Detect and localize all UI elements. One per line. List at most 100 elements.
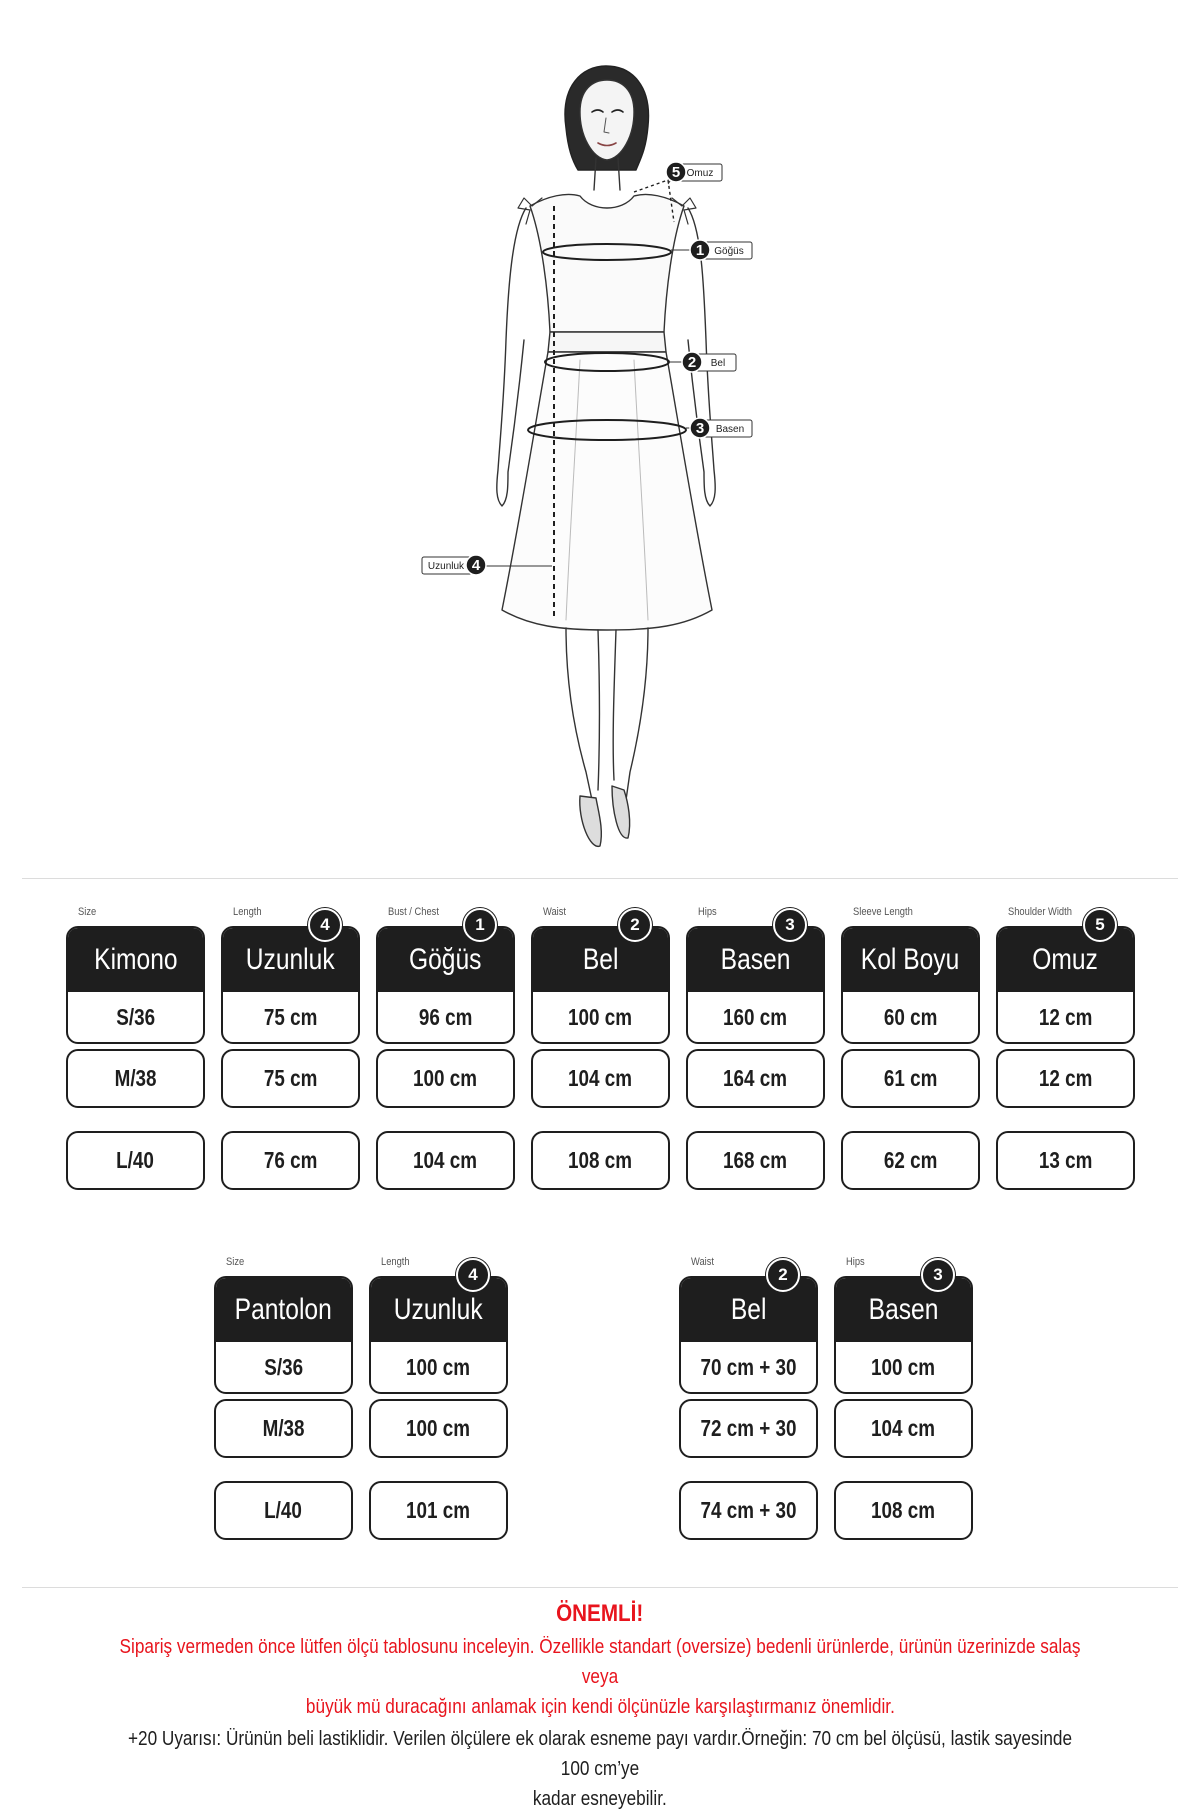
size-value: 100 cm xyxy=(369,1399,508,1458)
dress-skirt xyxy=(501,351,713,631)
size-value: 104 cm xyxy=(531,1049,670,1108)
callout-label: Bel xyxy=(711,358,725,369)
column-sublabel: Shoulder Width xyxy=(1008,906,1072,918)
column-header-card: Basen 160 cm xyxy=(686,926,825,1044)
column-header: Bel xyxy=(681,1278,816,1342)
size-value: 104 cm xyxy=(834,1399,973,1458)
column-sublabel: Length xyxy=(381,1256,410,1268)
size-value: 12 cm xyxy=(996,1049,1135,1108)
callout-basen: 3 Basen xyxy=(686,417,753,439)
callout-num: 5 xyxy=(672,164,680,181)
column-header-card: Uzunluk 100 cm xyxy=(369,1276,508,1394)
notice-extra-line: kadar esneyebilir. xyxy=(533,1788,667,1810)
section-divider-bottom xyxy=(22,1587,1178,1588)
notice-body: Sipariş vermeden önce lütfen ölçü tablos… xyxy=(40,1632,1160,1722)
notice-body-line: büyük mü duracağını anlamak için kendi ö… xyxy=(305,1696,895,1718)
notice-body-line: Sipariş vermeden önce lütfen ölçü tablos… xyxy=(119,1636,1081,1688)
column-header: Omuz xyxy=(998,928,1133,992)
column-sublabel: Hips xyxy=(846,1256,865,1268)
size-value: 72 cm + 30 xyxy=(679,1399,818,1458)
callout-label: Basen xyxy=(716,424,744,435)
size-value: 101 cm xyxy=(369,1481,508,1540)
size-value: M/38 xyxy=(214,1399,353,1458)
right-arm xyxy=(687,207,716,507)
notice-stretch-warning: +20 Uyarısı: Ürünün beli lastiklidir. Ve… xyxy=(40,1724,1160,1814)
callout-num: 2 xyxy=(688,354,696,371)
size-value: 108 cm xyxy=(531,1131,670,1190)
column-header: Kol Boyu xyxy=(843,928,978,992)
shoulder-measure-line xyxy=(633,179,675,223)
measurement-guides xyxy=(527,179,687,620)
left-arm xyxy=(496,207,527,507)
size-value: 100 cm xyxy=(376,1049,515,1108)
size-value: 164 cm xyxy=(686,1049,825,1108)
column-header-card: Göğüs 96 cm xyxy=(376,926,515,1044)
column-sublabel: Length xyxy=(233,906,262,918)
size-value: 76 cm xyxy=(221,1131,360,1190)
size-value: 75 cm xyxy=(263,1003,318,1030)
size-value: L/40 xyxy=(66,1131,205,1190)
column-header: Kimono xyxy=(68,928,203,992)
size-value: L/40 xyxy=(214,1481,353,1540)
callout-bel: 2 Bel xyxy=(669,351,737,373)
size-value: 60 cm xyxy=(883,1003,938,1030)
column-header: Bel xyxy=(533,928,668,992)
callout-gogus: 1 Göğüs xyxy=(671,239,753,261)
measurement-number-badge: 2 xyxy=(618,908,652,942)
measurement-number-badge: 3 xyxy=(921,1258,955,1292)
size-value: 100 cm xyxy=(406,1353,471,1380)
dress-bodice xyxy=(529,193,685,333)
notice-title: ÖNEMLİ! xyxy=(556,1600,644,1627)
size-value: 108 cm xyxy=(834,1481,973,1540)
size-value: 100 cm xyxy=(568,1003,633,1030)
callout-omuz: 5 Omuz xyxy=(665,161,723,185)
column-sublabel: Hips xyxy=(698,906,717,918)
column-header: Basen xyxy=(836,1278,971,1342)
size-value: 75 cm xyxy=(221,1049,360,1108)
column-header-card: Basen 100 cm xyxy=(834,1276,973,1394)
callout-num: 4 xyxy=(472,557,481,574)
size-value: 70 cm + 30 xyxy=(700,1353,797,1380)
hips-measure-line xyxy=(527,419,687,441)
column-header: Uzunluk xyxy=(371,1278,506,1342)
column-header-card: Kol Boyu 60 cm xyxy=(841,926,980,1044)
callout-uzunluk: 4 Uzunluk xyxy=(421,554,552,576)
size-value: S/36 xyxy=(116,1003,155,1030)
column-header-card: Uzunluk 75 cm xyxy=(221,926,360,1044)
measurement-number-badge: 4 xyxy=(308,908,342,942)
face-shape xyxy=(579,79,635,161)
size-value: 62 cm xyxy=(841,1131,980,1190)
column-header-card: Bel 100 cm xyxy=(531,926,670,1044)
column-header: Göğüs xyxy=(378,928,513,992)
callout-num: 3 xyxy=(696,420,704,437)
section-divider-top xyxy=(22,878,1178,879)
column-header: Pantolon xyxy=(216,1278,351,1342)
callout-label: Omuz xyxy=(687,168,714,179)
column-sublabel: Size xyxy=(226,1256,245,1268)
column-header: Uzunluk xyxy=(223,928,358,992)
size-value: 100 cm xyxy=(871,1353,936,1380)
important-notice: ÖNEMLİ! Sipariş vermeden önce lütfen ölç… xyxy=(40,1600,1160,1814)
notice-extra-line: +20 Uyarısı: Ürünün beli lastiklidir. Ve… xyxy=(127,1728,1073,1780)
column-sublabel: Sleeve Length xyxy=(853,906,913,918)
callout-label: Uzunluk xyxy=(428,561,465,572)
chest-measure-line xyxy=(542,243,672,261)
column-sublabel: Size xyxy=(78,906,97,918)
size-value: M/38 xyxy=(66,1049,205,1108)
size-value: 61 cm xyxy=(841,1049,980,1108)
size-value: 96 cm xyxy=(418,1003,473,1030)
column-sublabel: Waist xyxy=(691,1256,715,1268)
measurement-number-badge: 1 xyxy=(463,908,497,942)
measurement-number-badge: 4 xyxy=(456,1258,490,1292)
dress-measurement-illustration: 5 Omuz 1 Göğüs 2 Bel 3 Basen 4 Uzunluk xyxy=(421,65,753,847)
figure-drawing xyxy=(496,65,716,847)
legs xyxy=(565,627,649,801)
size-value: 12 cm xyxy=(1038,1003,1093,1030)
column-header: Basen xyxy=(688,928,823,992)
size-value: 13 cm xyxy=(996,1131,1135,1190)
callout-label: Göğüs xyxy=(714,246,743,257)
size-value: 160 cm xyxy=(723,1003,788,1030)
column-sublabel: Waist xyxy=(543,906,567,918)
column-header-card: Omuz 12 cm xyxy=(996,926,1135,1044)
